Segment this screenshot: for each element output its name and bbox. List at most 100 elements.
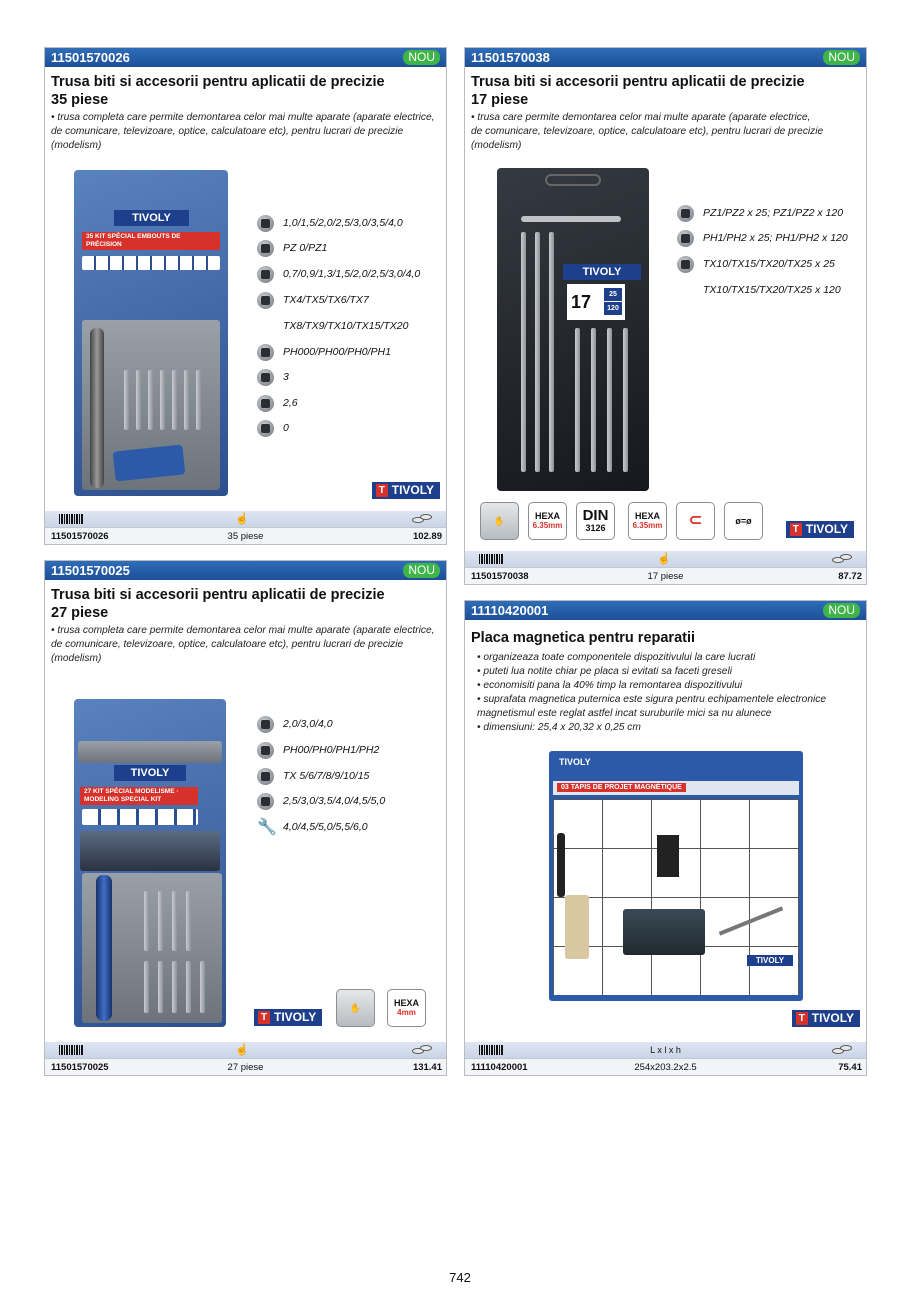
screwdriver-hand-icon: ✋ [480,502,519,540]
product-footer: ☝ 11501570025 27 piese 131.41 [45,1042,446,1075]
dimensions-label: L x l x h [650,1045,681,1055]
pieces-hand-icon: ☝ [657,553,671,565]
price-coins-icon [832,1045,854,1055]
tri-wing-bit-icon [257,368,274,386]
pack-count-label: 17 25 120 [567,284,625,320]
price: 75.41 [838,1062,862,1073]
description-line: • suprafata magnetica puternica este sig… [477,694,827,705]
feature-sub: 3126 [585,523,606,533]
description-line: • economisiti pana la 40% timp la remont… [477,680,743,691]
spec-row: TX 5/6/7/8/9/10/15 [257,767,369,785]
spec-row: PH1/PH2 x 25; PH1/PH2 x 120 [677,229,848,247]
pack-scene-photo [80,831,220,871]
pack-count: 17 [571,292,592,312]
spec-value: PH1/PH2 x 25; PH1/PH2 x 120 [703,232,848,244]
footer-icons: L x l x h [465,1042,866,1058]
footer-pieces: 35 piese [227,531,264,542]
pozidriv-bit-icon [257,239,274,257]
bit [144,891,149,951]
pack-title-label: 27 KIT SPÉCIAL MODELISME · MODELING SPEC… [80,787,198,805]
price: 87.72 [838,571,862,582]
brand-name: TIVOLY [811,1011,854,1025]
product-card-11501570038: 11501570038 NOU Trusa biti si accesorii … [464,47,867,585]
bit [535,232,540,472]
pack-icon-strip [82,256,220,270]
pack-brand-label: TIVOLY [563,264,641,280]
description-line: • trusa care permite demontarea celor ma… [471,112,811,123]
footer-values: 11501570026 35 piese 102.89 [45,527,446,544]
product-code: 11501570025 [51,563,130,578]
bit [184,370,189,430]
footer-code: 11110420001 [471,1062,528,1073]
barcode-icon [59,1045,83,1055]
price-coins-icon [832,554,854,564]
product-code-header: 11501570038 NOU [465,48,866,67]
bit [172,961,177,1013]
din-3126-icon: DIN 3126 [576,502,615,540]
tivoly-t-icon: T [375,484,388,497]
product-title-line1: Trusa biti si accesorii pentru aplicatii… [51,74,385,90]
price: 102.89 [412,531,442,542]
spec-row: 2,0/3,0/4,0 [257,715,333,733]
description-line: magnetismul este reglat astfel incat sur… [477,708,772,719]
spec-value: 0 [283,422,289,434]
torx-bit-icon [257,767,274,785]
product-title: Placa magnetica pentru reparatii [465,620,866,647]
hexa-4mm-icon: HEXA 4mm [387,989,426,1027]
spec-value: 3 [283,371,289,383]
wrench-icon: 🔧 [257,818,277,836]
bit [158,961,163,1013]
new-badge: NOU [823,50,860,65]
hexa-635-icon: HEXA 6.35mm [528,502,567,540]
bit [124,370,129,430]
spec-value: 2,5/3,0/3,5/4,0/4,5/5,0 [283,795,386,807]
phillips-bit-icon [257,741,274,759]
screwdriver-handle [96,875,112,1021]
torx-bit-icon [257,291,274,309]
brand-name: TIVOLY [805,522,848,536]
diameter-equal-icon: ø=ø [724,502,763,540]
page-number: 742 [449,1270,471,1285]
product-title: Trusa biti si accesorii pentru aplicatii… [45,67,446,109]
slotted-bit-icon [257,214,274,232]
description-line: • dimensiuni: 25,4 x 20,32 x 0,25 cm [477,722,641,733]
spec-value: TX4/TX5/TX6/TX7 [283,294,369,306]
torx-bit-icon [677,255,694,273]
footer-pieces: 17 piese [647,571,684,582]
bit [148,370,153,430]
eraser-sponge [565,895,589,959]
spec-row: PZ1/PZ2 x 25; PZ1/PZ2 x 120 [677,204,843,222]
product-code-header: 11110420001 NOU [465,601,866,620]
slotted-bit-icon [257,715,274,733]
spec-row: TX10/TX15/TX20/TX25 x 120 [677,281,841,299]
spec-value: 1,0/1,5/2,0/2,5/3,0/3,5/4,0 [283,217,403,229]
pack-brand-label: TIVOLY [114,765,186,781]
description-line: • trusa completa care permite demontarea… [51,112,435,123]
board-title: 03 TAPIS DE PROJET MAGNÉTIQUE [557,783,686,792]
board-brand: TIVOLY [559,757,591,767]
bit [607,328,612,472]
feature-sub: 4mm [397,1008,416,1017]
description-line: de comunicare, televizoare, optice, calc… [51,126,404,137]
product-footer: ☝ 11501570026 35 piese 102.89 [45,511,446,544]
pozidriv-bit-icon [677,204,694,222]
footer-code: 11501570026 [51,531,109,542]
product-title-line1: Trusa biti si accesorii pentru aplicatii… [51,587,385,603]
pieces-hand-icon: ☝ [235,1044,249,1056]
bit [172,370,177,430]
product-footer: ☝ 11501570038 17 piese 87.72 [465,551,866,584]
bit [144,961,149,1013]
pieces-hand-icon: ☝ [235,513,249,525]
footer-code: 11501570038 [471,571,529,582]
bit [158,891,163,951]
spec-value: 2,6 [283,397,298,409]
phone-part [623,909,705,955]
pack-title-label: 35 KIT SPÉCIAL EMBOUTS DE PRÉCISION [82,232,220,250]
spec-row: 0,7/0,9/1,3/1,5/2,0/2,5/3,0/4,0 [257,265,420,283]
spec-value: TX8/TX9/TX10/TX15/TX20 [283,320,409,332]
new-badge: NOU [403,50,440,65]
hex-bit-icon [257,792,274,810]
